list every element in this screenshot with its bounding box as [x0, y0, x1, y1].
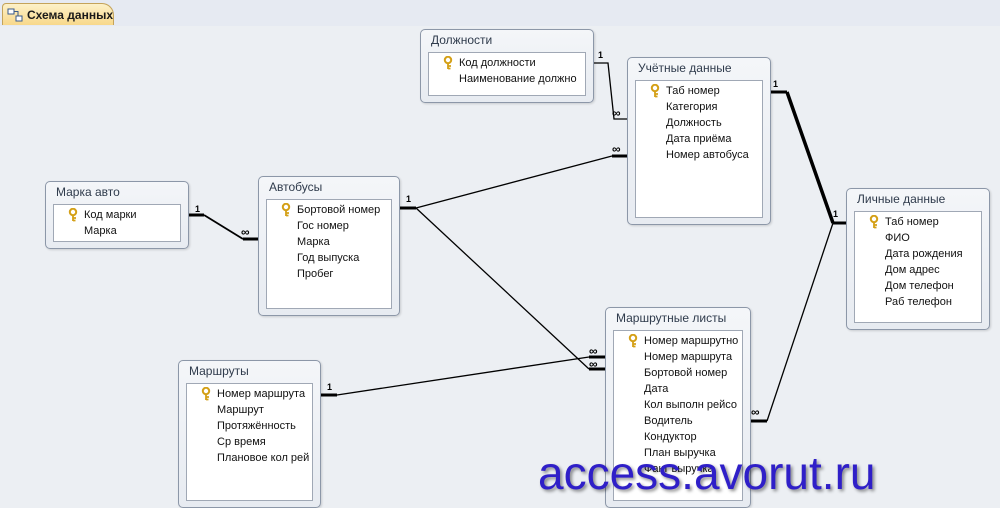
table-field[interactable]: Гос номер	[297, 220, 349, 232]
table-field[interactable]: Бортовой номер	[644, 367, 728, 379]
document-tab-bar: Схема данных	[0, 0, 1000, 27]
primary-key-field[interactable]: Номер маршрута	[187, 386, 312, 402]
cardinality-one: 1	[773, 79, 779, 89]
table-field[interactable]: Кондуктор	[644, 431, 697, 443]
table-title: Учётные данные	[638, 61, 732, 75]
tab-data-schema[interactable]: Схема данных	[2, 3, 114, 25]
table-field[interactable]: Протяжённость	[217, 420, 296, 432]
primary-key-field[interactable]: Код марки	[54, 207, 180, 223]
table-field[interactable]: Пробег	[297, 268, 334, 280]
relationships-icon	[7, 8, 23, 21]
table-field[interactable]: ФИО	[885, 232, 910, 244]
relationship-line-personal-routesheets	[766, 222, 834, 422]
table-field[interactable]: Наименование должно	[459, 73, 577, 85]
table-field[interactable]: Дата	[644, 383, 669, 395]
primary-key-field[interactable]: Таб номер	[855, 214, 981, 230]
table-field[interactable]: Номер маршрута	[644, 351, 733, 363]
table-field[interactable]: План выручка	[644, 447, 716, 459]
table-field[interactable]: Факт выручка	[644, 463, 714, 475]
cardinality-many: ∞	[589, 357, 598, 371]
relationship-line-positions-accounting	[594, 62, 627, 120]
relationship-line-brand-buses	[203, 214, 244, 240]
primary-key-icon	[201, 387, 211, 401]
cardinality-many: ∞	[589, 344, 598, 358]
primary-key-icon	[650, 84, 660, 98]
primary-key-field[interactable]: Бортовой номер	[267, 202, 391, 218]
table-field[interactable]: Плановое кол рей	[217, 452, 310, 464]
table-field[interactable]: Дом телефон	[885, 280, 954, 292]
table-field[interactable]: Номер автобуса	[666, 149, 749, 161]
cardinality-many: ∞	[751, 405, 760, 419]
primary-key-field[interactable]: Код должности	[429, 55, 585, 71]
cardinality-one: 1	[327, 382, 333, 392]
relationship-canvas[interactable]: 1 ∞ 1 ∞ 1 1 1 ∞ ∞ ∞ 1 ∞ Должности Код до…	[0, 26, 1000, 508]
primary-key-icon	[281, 203, 291, 217]
table-field[interactable]: Ср время	[217, 436, 266, 448]
table-field[interactable]: Дом адрес	[885, 264, 940, 276]
cardinality-one: 1	[833, 209, 839, 219]
table-title: Личные данные	[857, 192, 946, 206]
primary-key-icon	[628, 334, 638, 348]
table-field[interactable]: Год выпуска	[297, 252, 360, 264]
primary-key-icon	[68, 208, 78, 222]
relationship-line-routes-routesheets	[336, 356, 590, 396]
table-title: Маршрутные листы	[616, 311, 727, 325]
primary-key-field[interactable]: Номер маршрутно	[614, 333, 742, 349]
table-field[interactable]: Марка	[84, 225, 117, 237]
relationship-line-buses-routesheets	[415, 207, 590, 370]
table-title: Должности	[431, 33, 493, 47]
primary-key-icon	[443, 56, 453, 70]
tab-label: Схема данных	[27, 7, 113, 22]
primary-key-icon	[869, 215, 879, 229]
table-title: Марка авто	[56, 185, 120, 199]
cardinality-many: ∞	[241, 225, 250, 239]
relationship-line-buses-accounting	[415, 155, 613, 209]
table-field[interactable]: Дата приёма	[666, 133, 732, 145]
table-field[interactable]: Водитель	[644, 415, 693, 427]
cardinality-one: 1	[598, 50, 604, 60]
table-field[interactable]: Раб телефон	[885, 296, 952, 308]
primary-key-field[interactable]: Таб номер	[636, 83, 762, 99]
table-field[interactable]: Категория	[666, 101, 718, 113]
cardinality-many: ∞	[612, 106, 621, 120]
table-field[interactable]: Кол выполн рейсо	[644, 399, 738, 411]
table-title: Маршруты	[189, 364, 249, 378]
table-field[interactable]: Маршрут	[217, 404, 264, 416]
cardinality-many: ∞	[612, 142, 621, 156]
cardinality-one: 1	[406, 194, 412, 204]
relationship-lines	[189, 62, 846, 423]
watermark: access.avorut.ru	[538, 447, 876, 499]
cardinality-one: 1	[195, 204, 201, 214]
relationship-line-accounting-personal	[785, 91, 835, 224]
table-field[interactable]: Дата рождения	[885, 248, 963, 260]
table-field[interactable]: Должность	[666, 117, 722, 129]
table-field[interactable]: Марка	[297, 236, 330, 248]
table-title: Автобусы	[269, 180, 323, 194]
